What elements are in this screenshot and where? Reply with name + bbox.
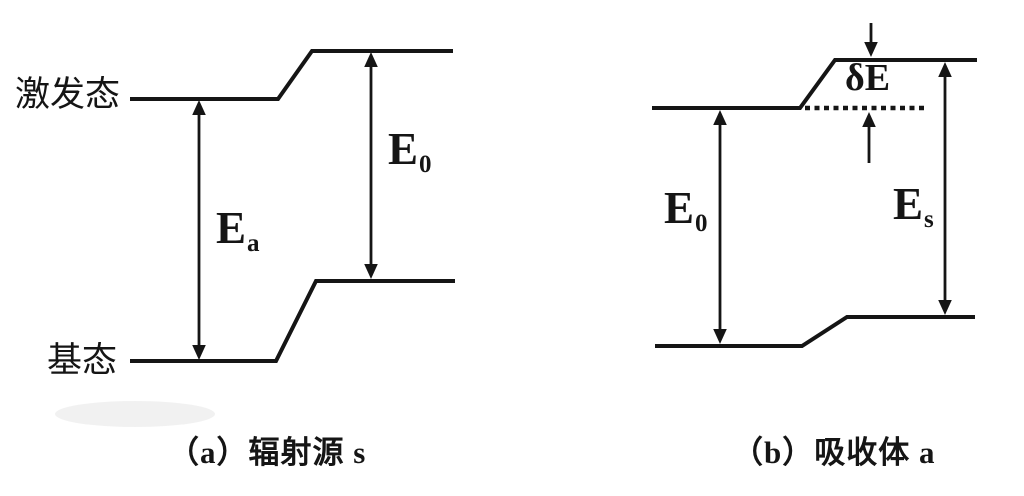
panel-b-e0-label-base: E xyxy=(664,183,695,233)
scan-artifact xyxy=(55,401,215,427)
panel-a-e0-arrowhead-up xyxy=(364,52,378,67)
panel-b-ground-level-line xyxy=(655,315,975,348)
panel-b-delta-e-label: δE xyxy=(845,57,891,99)
panel-b-delta-up-arrowhead xyxy=(862,112,876,127)
panel-a-ground-state-label: 基态 xyxy=(47,341,118,380)
panel-b-e0-label: E0 xyxy=(664,183,708,237)
panel-a-excited-state-label: 激发态 xyxy=(15,75,121,114)
panel-a-e0-label: E0 xyxy=(388,124,432,178)
panel-b-delta-down-arrowhead xyxy=(864,42,878,57)
panel-b-e0-label-sub: 0 xyxy=(695,210,708,237)
panel-b-caption: （b）吸收体 a xyxy=(732,435,936,470)
panel-a-ea-label: Ea xyxy=(216,203,260,257)
panel-b-excited-level-line xyxy=(652,58,977,110)
panel-a-ea-label-sub: a xyxy=(247,230,260,257)
panel-b-e0-arrowhead-down xyxy=(713,329,727,344)
panel-b-es-label-sub: s xyxy=(924,206,934,233)
panel-b-es-label: Es xyxy=(893,179,934,233)
panel-a-excited-level-line xyxy=(130,49,453,101)
panel-a-caption: （a）辐射源 s xyxy=(168,435,367,470)
panel-a-e0-arrowhead-down xyxy=(364,264,378,279)
panel-a-e0-label-base: E xyxy=(388,124,419,174)
panel-a-e0-label-sub: 0 xyxy=(419,151,432,178)
panel-a-ea-label-base: E xyxy=(216,203,247,253)
panel-a-ground-level-line xyxy=(130,279,455,363)
panel-b-es-arrowhead-up xyxy=(938,62,952,77)
panel-a-ea-arrowhead-up xyxy=(192,100,206,115)
panel-b-e0-arrowhead-up xyxy=(713,110,727,125)
panel-b-es-label-base: E xyxy=(893,179,924,229)
panel-a-ea-arrowhead-down xyxy=(192,345,206,360)
panel-b-es-arrowhead-down xyxy=(938,300,952,315)
